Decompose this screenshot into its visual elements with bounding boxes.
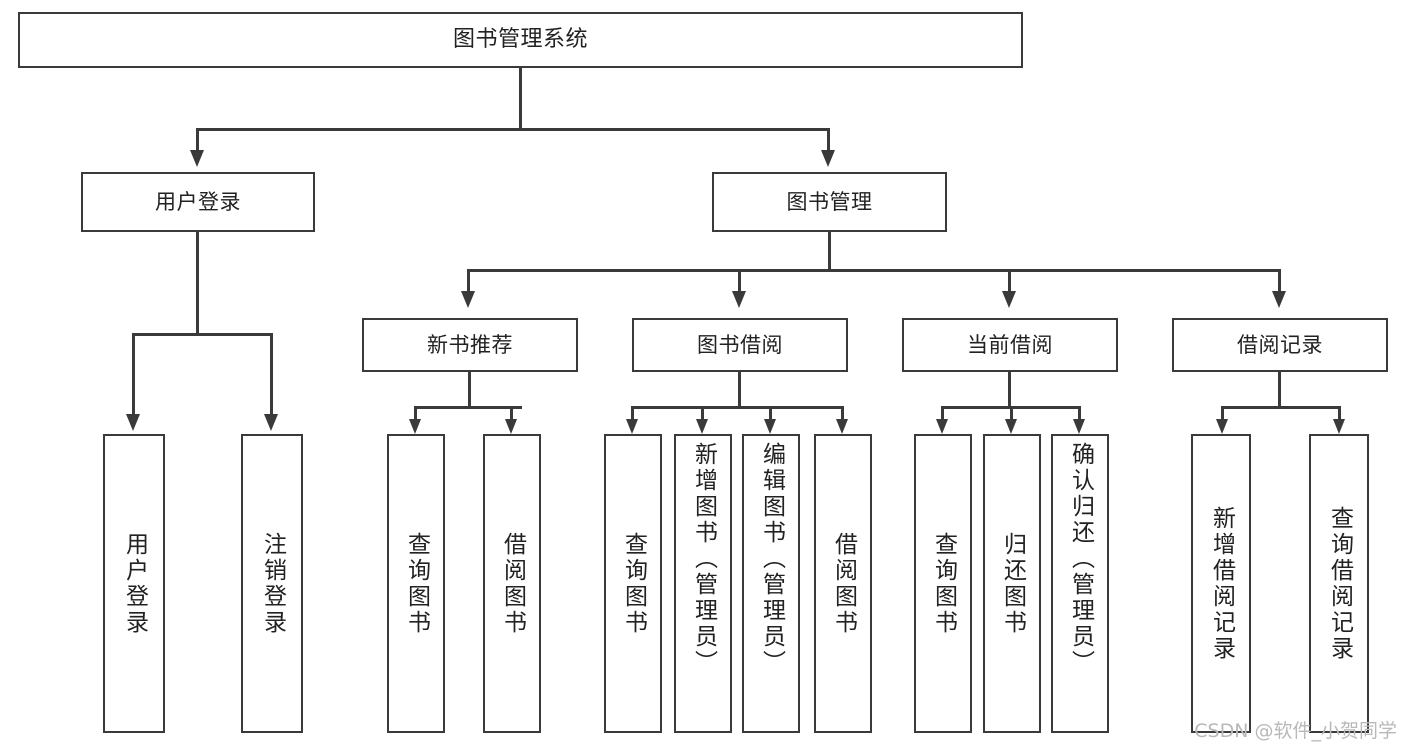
node-label: 查询图书 (403, 531, 430, 636)
node-borrow-record[interactable]: 借阅记录 (1172, 318, 1388, 372)
connector-borrowrecord-drop-1 (1221, 406, 1224, 420)
arrowhead-leaf-borrow-book-2 (836, 419, 848, 434)
leaf-edit-book-admin[interactable]: 编辑图书（管理员） (742, 434, 800, 733)
connector-bookmgmt-drop-4 (1278, 269, 1281, 293)
connector-bookborrow-drop-1 (631, 406, 634, 420)
connector-currentborrow-drop-1 (941, 406, 944, 420)
node-book-borrow[interactable]: 图书借阅 (632, 318, 848, 372)
connector-root-drop-left (196, 128, 199, 152)
connector-currentborrow-drop-3 (1078, 406, 1081, 420)
arrowhead-leaf-edit-book (764, 419, 776, 434)
connector-bookborrow-drop-2 (701, 406, 704, 420)
watermark: CSDN @软件_小贺同学 (1194, 720, 1397, 742)
node-label: 确认归还（管理员） (1067, 442, 1094, 676)
node-current-borrow[interactable]: 当前借阅 (902, 318, 1118, 372)
leaf-query-book-current[interactable]: 查询图书 (914, 434, 972, 733)
node-label: 新书推荐 (427, 332, 513, 357)
connector-userlogin-bus (132, 333, 272, 336)
connector-root-drop-right (827, 128, 830, 152)
node-root-system[interactable]: 图书管理系统 (18, 12, 1023, 68)
connector-bookmgmt-drop-3 (1008, 269, 1011, 293)
connector-bookmgmt-drop-1 (467, 269, 470, 293)
leaf-query-book-borrow[interactable]: 查询图书 (604, 434, 662, 733)
arrowhead-leaf-query-record (1333, 419, 1345, 434)
connector-newbook-drop-2 (510, 406, 513, 420)
node-label: 注销登录 (259, 531, 286, 636)
leaf-add-borrow-record[interactable]: 新增借阅记录 (1191, 434, 1251, 733)
leaf-borrow-book-newbook[interactable]: 借阅图书 (483, 434, 541, 733)
arrowhead-user-login (190, 150, 204, 167)
connector-bookmgmt-drop-2 (738, 269, 741, 293)
connector-borrowrecord-drop-2 (1338, 406, 1341, 420)
leaf-borrow-book-borrow[interactable]: 借阅图书 (814, 434, 872, 733)
arrowhead-leaf-query-book-3 (936, 419, 948, 434)
arrowhead-leaf-user-login (126, 414, 140, 431)
leaf-query-borrow-record[interactable]: 查询借阅记录 (1309, 434, 1369, 733)
connector-borrowrecord-bus (1221, 406, 1340, 409)
node-label: 查询借阅记录 (1326, 505, 1353, 662)
node-label: 新增图书（管理员） (690, 442, 717, 676)
connector-bookborrow-drop-4 (841, 406, 844, 420)
connector-borrowrecord-stem (1278, 372, 1281, 408)
node-label: 当前借阅 (967, 332, 1053, 357)
connector-userlogin-drop-2 (270, 333, 273, 416)
node-label: 用户登录 (121, 531, 148, 636)
node-label: 归还图书 (999, 531, 1026, 636)
node-label: 借阅图书 (830, 531, 857, 636)
connector-newbook-stem (468, 372, 471, 408)
node-new-book-recommend[interactable]: 新书推荐 (362, 318, 578, 372)
leaf-confirm-return-admin[interactable]: 确认归还（管理员） (1051, 434, 1109, 733)
connector-currentborrow-drop-2 (1010, 406, 1013, 420)
node-label: 图书管理 (786, 189, 873, 214)
node-book-management[interactable]: 图书管理 (712, 172, 947, 232)
node-label: 用户登录 (155, 189, 241, 214)
node-label: 借阅记录 (1237, 332, 1323, 357)
arrowhead-book-manage (821, 150, 835, 167)
node-label: 借阅图书 (499, 531, 526, 636)
node-label: 图书借阅 (697, 332, 783, 357)
node-label: 查询图书 (930, 531, 957, 636)
arrowhead-leaf-logout (264, 414, 278, 431)
connector-userlogin-stem (196, 232, 199, 335)
arrowhead-leaf-confirm-return (1073, 419, 1085, 434)
connector-newbook-drop-1 (414, 406, 417, 420)
arrowhead-leaf-return-book (1005, 419, 1017, 434)
leaf-logout[interactable]: 注销登录 (241, 434, 303, 733)
node-label: 图书管理系统 (452, 27, 588, 53)
connector-root-stem (519, 68, 522, 128)
leaf-user-login[interactable]: 用户登录 (103, 434, 165, 733)
connector-root-bus (196, 128, 830, 131)
leaf-return-book[interactable]: 归还图书 (983, 434, 1041, 733)
node-label: 编辑图书（管理员） (758, 442, 785, 676)
leaf-add-book-admin[interactable]: 新增图书（管理员） (674, 434, 732, 733)
arrowhead-leaf-query-book-1 (409, 419, 421, 434)
leaf-query-book-newbook[interactable]: 查询图书 (387, 434, 445, 733)
node-label: 查询图书 (620, 531, 647, 636)
arrowhead-borrow-record (1272, 291, 1286, 308)
connector-bookmgmt-stem (828, 232, 831, 272)
connector-currentborrow-stem (1008, 372, 1011, 408)
connector-bookmgmt-bus (467, 269, 1281, 272)
arrowhead-leaf-borrow-book-1 (505, 419, 517, 434)
connector-bookborrow-drop-3 (769, 406, 772, 420)
connector-bookborrow-bus (631, 406, 844, 409)
node-label: 新增借阅记录 (1208, 505, 1235, 662)
arrowhead-current-borrow (1002, 291, 1016, 308)
connector-newbook-bus (414, 406, 522, 409)
connector-bookborrow-stem (738, 372, 741, 408)
node-user-login[interactable]: 用户登录 (81, 172, 315, 232)
arrowhead-leaf-query-book-2 (626, 419, 638, 434)
connector-userlogin-drop-1 (132, 333, 135, 416)
arrowhead-new-book-recommend (461, 291, 475, 308)
arrowhead-leaf-add-book (696, 419, 708, 434)
arrowhead-leaf-add-record (1216, 419, 1228, 434)
arrowhead-book-borrow (732, 291, 746, 308)
